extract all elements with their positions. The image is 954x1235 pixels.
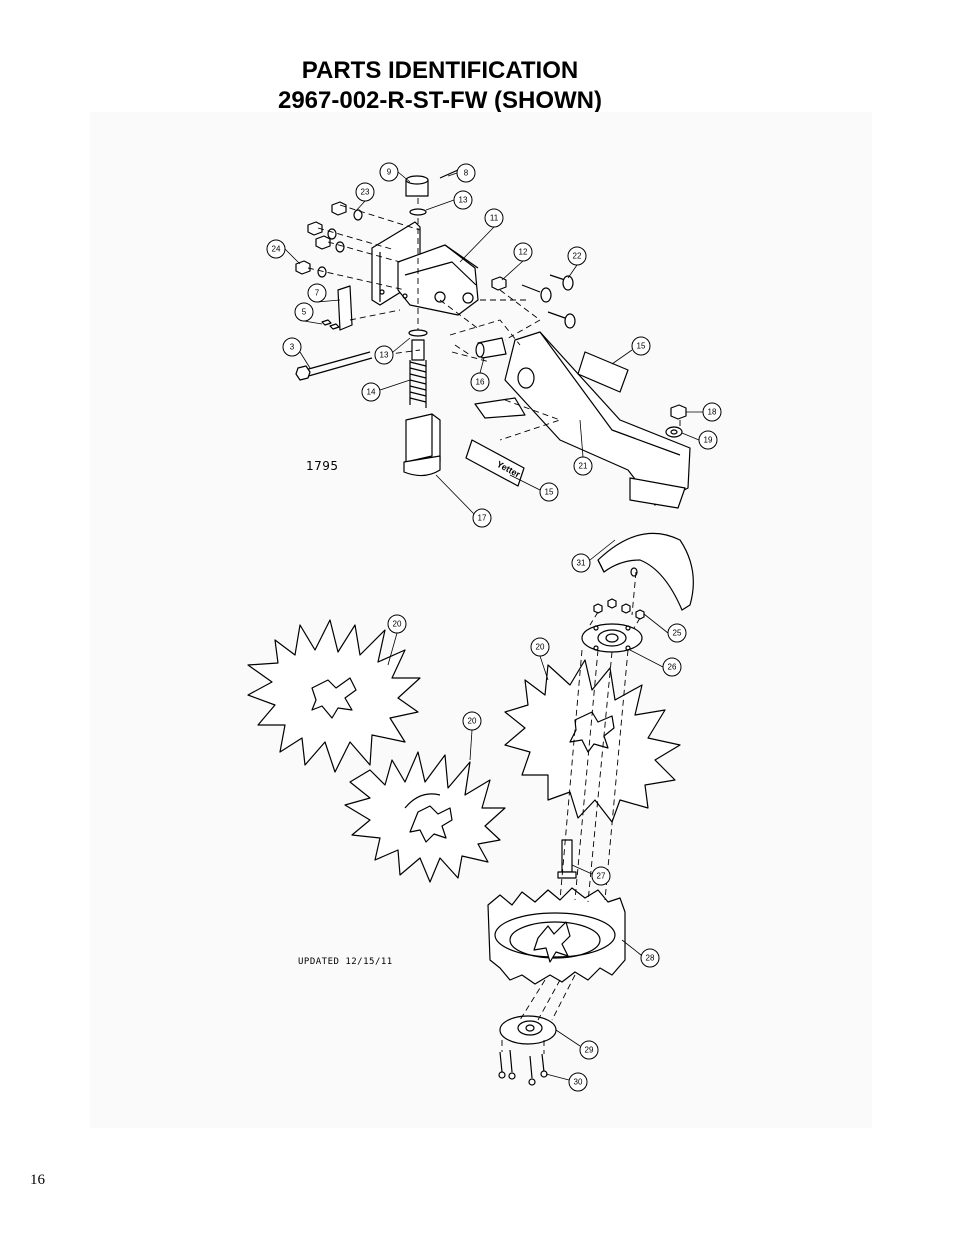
svg-text:16: 16 [476,378,485,387]
callout-20-center: 20 [462,711,482,731]
svg-text:27: 27 [597,872,606,881]
mounting-bracket [371,221,479,316]
callout-13-bottom: 13 [374,345,394,365]
bolts-30 [498,1049,548,1086]
callout-29: 29 [579,1040,599,1060]
callout-28: 28 [640,948,660,968]
decals-15: Yetter [465,351,629,487]
svg-text:12: 12 [519,248,528,257]
callout-7: 7 [307,283,327,303]
svg-text:15: 15 [637,342,646,351]
callout-26: 26 [662,657,682,677]
bolt-3 [295,351,373,381]
svg-text:3: 3 [290,343,295,352]
bushing-16 [475,337,507,359]
callout-12: 12 [513,242,533,262]
callout-22: 22 [567,246,587,266]
callout-19: 19 [698,430,718,450]
svg-text:29: 29 [585,1046,594,1055]
svg-text:20: 20 [468,717,477,726]
svg-text:13: 13 [459,196,468,205]
callout-3: 3 [282,337,302,357]
svg-text:21: 21 [579,462,588,471]
svg-text:20: 20 [393,620,402,629]
hub-26 [581,623,643,653]
callout-16: 16 [470,372,490,392]
callout-17: 17 [472,508,492,528]
callout-13-top: 13 [453,190,473,210]
arm-21 [474,331,691,509]
callout-20-left: 20 [387,614,407,634]
svg-text:30: 30 [574,1078,583,1087]
svg-text:9: 9 [387,168,392,177]
drum-wheel-28 [487,887,626,985]
nuts-23 [295,201,363,278]
svg-text:17: 17 [478,514,487,523]
svg-text:23: 23 [361,188,370,197]
callout-15-upper: 15 [631,336,651,356]
svg-text:31: 31 [577,559,586,568]
callout-8: 8 [456,163,476,183]
shield-31 [597,532,694,611]
updated-note: UPDATED 12/15/11 [298,957,393,967]
callout-14: 14 [361,382,381,402]
washer-13-top [409,208,427,216]
wheel-center-center [409,805,453,843]
latch-pin-9 [405,169,459,197]
callout-31: 31 [571,553,591,573]
svg-text:8: 8 [464,169,469,178]
callout-27: 27 [591,866,611,886]
svg-text:28: 28 [646,954,655,963]
callout-24: 24 [266,239,286,259]
carriage-bolts-22 [491,274,576,329]
callout-18: 18 [702,402,722,422]
callout-21: 21 [573,456,593,476]
page-title: PARTS IDENTIFICATION [301,57,579,84]
callout-11: 11 [484,208,504,228]
svg-text:25: 25 [673,629,682,638]
leader-lines [284,171,703,1081]
svg-text:26: 26 [668,663,677,672]
clip-plate-7 [321,285,353,331]
callout-5: 5 [294,302,314,322]
svg-text:15: 15 [545,488,554,497]
hub-29 [499,1015,557,1045]
svg-text:24: 24 [272,245,281,254]
svg-text:18: 18 [708,408,717,417]
svg-text:13: 13 [380,351,389,360]
wheel-center-left [311,677,357,719]
callout-23: 23 [355,182,375,202]
callout-30: 30 [568,1072,588,1092]
bolt-27 [557,839,577,879]
svg-text:14: 14 [367,388,376,397]
page-number: 16 [30,1172,45,1188]
callout-15-lower: 15 [539,482,559,502]
drawing-number: 1795 [306,459,339,473]
svg-text:5: 5 [302,308,307,317]
svg-text:20: 20 [536,643,545,652]
svg-text:19: 19 [704,436,713,445]
nuts-25 [593,598,645,620]
callout-9: 9 [379,162,399,182]
adapter-17 [403,413,441,477]
svg-text:7: 7 [315,289,320,298]
callout-20-right: 20 [530,637,550,657]
callout-25: 25 [667,623,687,643]
diagram-background [90,112,872,1128]
svg-text:22: 22 [573,252,582,261]
part-number-title: 2967-002-R-ST-FW (SHOWN) [277,87,603,114]
hardware-18-19 [665,404,687,438]
washer-13-bottom [408,329,428,337]
svg-text:11: 11 [490,214,499,223]
